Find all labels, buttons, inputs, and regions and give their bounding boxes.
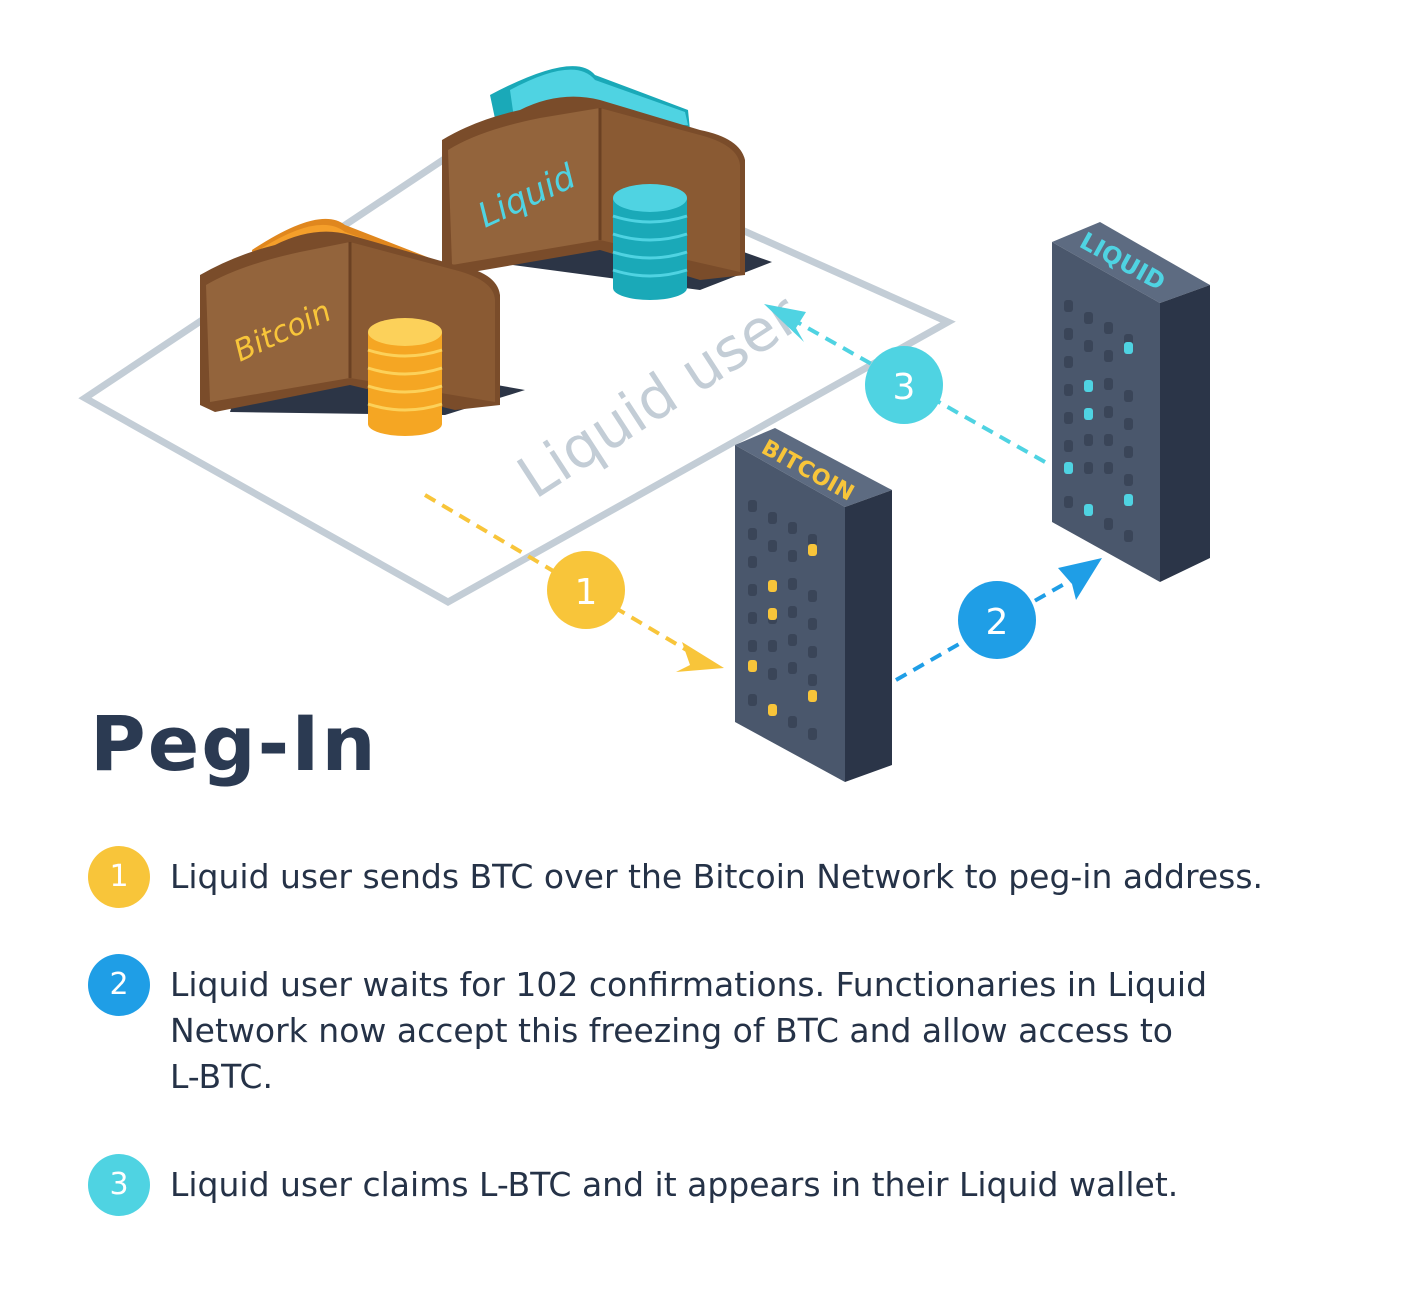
arrow-badge-3-label: 3 bbox=[893, 367, 916, 408]
liquid-user-area bbox=[78, 118, 956, 607]
arrow-step-2: 2 bbox=[895, 558, 1102, 682]
arrow-badge-2 bbox=[958, 581, 1036, 659]
bitcoin-server: BITCOIN bbox=[735, 428, 892, 782]
arrow-step-1: 1 bbox=[423, 493, 724, 672]
bitcoin-coin-stack bbox=[367, 318, 443, 436]
arrow-badge-2-label: 2 bbox=[986, 602, 1009, 643]
step-1-text: Liquid user sends BTC over the Bitcoin N… bbox=[170, 857, 1264, 896]
liquid-server: LIQUID bbox=[1052, 222, 1210, 582]
step-3-text: Liquid user claims L-BTC and it appears … bbox=[170, 1165, 1179, 1204]
peg-in-diagram: Liquid user Liquid Bitcoin bbox=[78, 66, 1210, 782]
step-2: 2 Liquid user waits for 102 confirmation… bbox=[88, 954, 1378, 1104]
step-3: 3 Liquid user claims L-BTC and it appear… bbox=[88, 1154, 1378, 1224]
step-2-text: Liquid user waits for 102 confirmations.… bbox=[170, 965, 1208, 1096]
arrow-step-3: 3 bbox=[764, 304, 1046, 464]
page-title: Peg-In bbox=[90, 699, 378, 788]
step-1-badge: 1 bbox=[88, 846, 150, 908]
liquid-wallet: Liquid bbox=[442, 66, 772, 290]
step-1: 1 Liquid user sends BTC over the Bitcoin… bbox=[88, 846, 1378, 916]
arrow-badge-3 bbox=[865, 346, 943, 424]
liquid-coin-stack bbox=[612, 184, 688, 300]
step-2-badge: 2 bbox=[88, 954, 150, 1016]
arrow-badge-1-label: 1 bbox=[575, 572, 598, 613]
arrow-badge-1 bbox=[547, 551, 625, 629]
step-3-badge: 3 bbox=[88, 1154, 150, 1216]
